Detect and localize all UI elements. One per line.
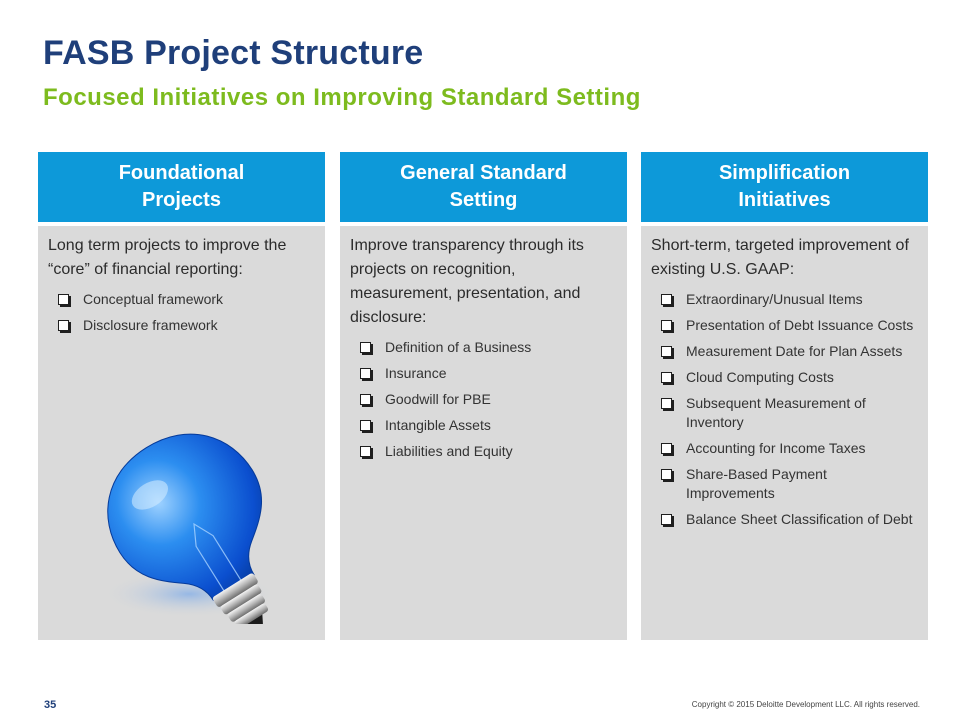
column-general-standard-setting: General Standard Setting Improve transpa…	[340, 152, 627, 640]
column-simplification-initiatives: Simplification Initiatives Short-term, t…	[641, 152, 928, 640]
column-intro: Improve transparency through its project…	[350, 237, 584, 326]
checkbox-bullet-icon	[360, 342, 371, 353]
list-item-label: Disclosure framework	[83, 317, 218, 333]
list-item-label: Goodwill for PBE	[385, 391, 491, 407]
column-heading: Foundational Projects	[38, 152, 325, 222]
list-item: Liabilities and Equity	[358, 442, 617, 461]
column-intro: Long term projects to improve the “core”…	[48, 237, 287, 278]
column-body: Long term projects to improve the “core”…	[38, 226, 325, 640]
list-item-label: Liabilities and Equity	[385, 443, 513, 459]
lightbulb-icon	[101, 433, 277, 624]
checkbox-bullet-icon	[360, 446, 371, 457]
list-item-label: Accounting for Income Taxes	[686, 440, 866, 456]
slide-title: FASB Project Structure	[43, 34, 424, 72]
column-intro: Short-term, targeted improvement of exis…	[651, 237, 909, 278]
checkbox-bullet-icon	[661, 398, 672, 409]
column-body: Short-term, targeted improvement of exis…	[641, 226, 928, 640]
list-item-label: Cloud Computing Costs	[686, 369, 834, 385]
checkbox-bullet-icon	[661, 294, 672, 305]
list-item-label: Subsequent Measurement of Inventory	[686, 395, 866, 430]
checkbox-bullet-icon	[58, 294, 69, 305]
column-foundational-projects: Foundational Projects Long term projects…	[38, 152, 325, 640]
list-item: Presentation of Debt Issuance Costs	[659, 316, 918, 335]
checkbox-bullet-icon	[360, 420, 371, 431]
list-item-label: Conceptual framework	[83, 291, 224, 307]
list-item: Share-Based Payment Improvements	[659, 465, 918, 503]
column-heading-line: Foundational	[118, 162, 245, 184]
list-item-label: Measurement Date for Plan Assets	[686, 343, 903, 359]
list-item-label: Share-Based Payment Improvements	[686, 466, 827, 501]
checkbox-bullet-icon	[360, 394, 371, 405]
column-heading: General Standard Setting	[340, 152, 627, 222]
list-item: Intangible Assets	[358, 416, 617, 435]
list-item: Subsequent Measurement of Inventory	[659, 394, 918, 432]
list-item-label: Definition of a Business	[385, 339, 532, 355]
list-item-label: Presentation of Debt Issuance Costs	[686, 317, 914, 333]
list-item-label: Balance Sheet Classification of Debt	[686, 511, 913, 527]
copyright-notice: Copyright © 2015 Deloitte Development LL…	[691, 700, 920, 709]
checkbox-bullet-icon	[360, 368, 371, 379]
bullet-list: Definition of a Business Insurance Goodw…	[350, 338, 617, 461]
page-number: 35	[44, 699, 57, 711]
column-heading-line: Setting	[449, 189, 518, 211]
list-item: Conceptual framework	[56, 290, 315, 309]
list-item: Balance Sheet Classification of Debt	[659, 510, 918, 529]
list-item: Disclosure framework	[56, 316, 315, 335]
checkbox-bullet-icon	[661, 514, 672, 525]
list-item-label: Insurance	[385, 365, 447, 381]
list-item: Definition of a Business	[358, 338, 617, 357]
list-item: Insurance	[358, 364, 617, 383]
checkbox-bullet-icon	[661, 320, 672, 331]
bullet-list: Extraordinary/Unusual Items Presentation…	[651, 290, 918, 529]
column-heading-line: Initiatives	[738, 189, 831, 211]
column-heading-line: Projects	[142, 189, 221, 211]
list-item: Goodwill for PBE	[358, 390, 617, 409]
column-heading: Simplification Initiatives	[641, 152, 928, 222]
list-item: Extraordinary/Unusual Items	[659, 290, 918, 309]
checkbox-bullet-icon	[661, 346, 672, 357]
slide-subtitle: Focused Initiatives on Improving Standar…	[43, 84, 641, 111]
list-item: Cloud Computing Costs	[659, 368, 918, 387]
list-item: Measurement Date for Plan Assets	[659, 342, 918, 361]
checkbox-bullet-icon	[661, 372, 672, 383]
list-item-label: Extraordinary/Unusual Items	[686, 291, 863, 307]
checkbox-bullet-icon	[661, 469, 672, 480]
checkbox-bullet-icon	[661, 443, 672, 454]
list-item-label: Intangible Assets	[385, 417, 491, 433]
bullet-list: Conceptual framework Disclosure framewor…	[48, 290, 315, 335]
list-item: Accounting for Income Taxes	[659, 439, 918, 458]
checkbox-bullet-icon	[58, 320, 69, 331]
column-heading-line: General Standard	[400, 162, 567, 184]
column-heading-line: Simplification	[718, 162, 851, 184]
column-body: Improve transparency through its project…	[340, 226, 627, 640]
